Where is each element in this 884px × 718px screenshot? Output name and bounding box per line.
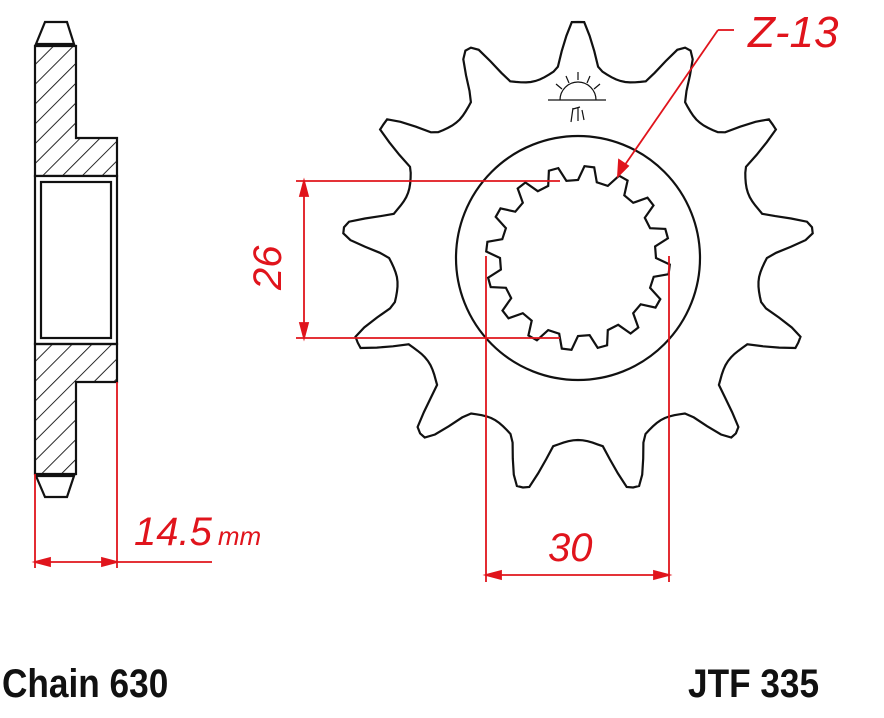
inner-diameter-label: 26 bbox=[246, 245, 290, 291]
side-profile bbox=[33, 20, 119, 499]
thickness-unit: mm bbox=[217, 521, 262, 551]
sun-logo-icon bbox=[548, 72, 606, 123]
teeth-count-leader bbox=[616, 29, 734, 179]
thickness-value: 14.5 bbox=[134, 510, 212, 554]
sprocket-face bbox=[342, 20, 814, 489]
part-number-label: JTF 335 bbox=[688, 662, 820, 706]
inner-diameter-dimension bbox=[296, 177, 560, 342]
thickness-dimension bbox=[31, 382, 212, 568]
outer-spline-dimension bbox=[482, 256, 673, 582]
outer-spline-label: 30 bbox=[548, 526, 593, 570]
teeth-count-label: Z-13 bbox=[748, 8, 839, 57]
chain-size-label: Chain 630 bbox=[2, 662, 169, 706]
